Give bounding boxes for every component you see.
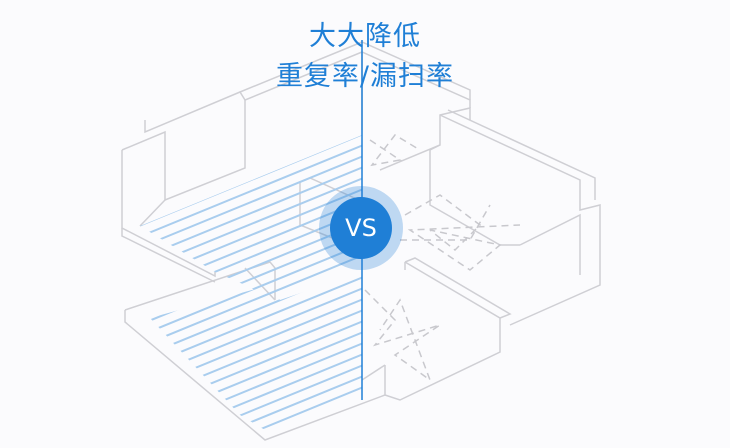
stripe: [250, 394, 362, 430]
cleaned-stripes: [140, 135, 371, 444]
stripe: [140, 328, 362, 430]
stripe: [277, 405, 362, 430]
stripe: [170, 361, 362, 430]
vs-badge: VS: [319, 186, 403, 270]
vs-label: VS: [330, 197, 392, 259]
headline-line-2: 重复率/漏扫率: [275, 61, 455, 92]
stripe: [331, 427, 362, 430]
stripe: [359, 439, 371, 444]
stripe: [140, 339, 362, 430]
stripe: [197, 372, 362, 430]
headline-line-1: 大大降低: [309, 21, 421, 52]
random-path: [364, 134, 521, 383]
stripe: [224, 383, 362, 430]
